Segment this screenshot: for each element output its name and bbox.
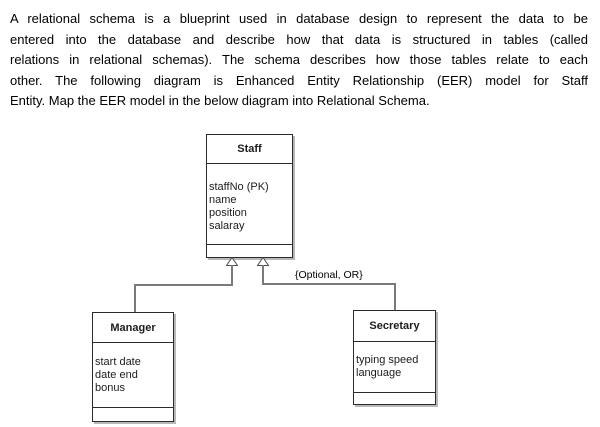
connector-right-stub (262, 265, 264, 285)
constraint-label: {Optional, OR} (295, 269, 363, 281)
connector-left-drop (134, 284, 136, 312)
secretary-attribute: typing speed (356, 354, 419, 366)
connector-left-stub (231, 265, 233, 286)
manager-attribute: bonus (95, 382, 125, 394)
paragraph-line: other. The following diagram is Enhanced… (10, 72, 588, 88)
manager-attributes-section: start date date end bonus (93, 343, 173, 408)
secretary-entity-box: Secretary typing speed language (353, 310, 436, 405)
staff-entity-box: Staff staffNo (PK) name position salaray (206, 134, 293, 258)
manager-attribute: start date (95, 356, 141, 368)
paragraph-line: entered into the database and describe h… (10, 31, 588, 47)
connector-right-drop (394, 283, 396, 310)
manager-attribute: date end (95, 369, 138, 381)
instruction-paragraph: A relational schema is a blueprint used … (10, 9, 588, 112)
secretary-attributes-section: typing speed language (354, 342, 435, 393)
staff-attribute: position (209, 207, 247, 219)
paragraph-line: Entity. Map the EER model in the below d… (10, 93, 430, 108)
connector-right-horizontal (262, 283, 396, 285)
manager-entity-box: Manager start date date end bonus (92, 312, 174, 422)
paragraph-line: relations in relational schemas). The sc… (10, 52, 588, 67)
secretary-attribute: language (356, 367, 402, 379)
staff-attributes-section: staffNo (PK) name position salaray (207, 164, 292, 245)
staff-attribute: staffNo (PK) (209, 181, 269, 193)
paragraph-line: A relational schema is a blueprint used … (10, 11, 588, 26)
staff-attribute: name (209, 194, 237, 206)
manager-entity-title: Manager (93, 313, 173, 343)
connector-left-horizontal (134, 284, 233, 286)
staff-entity-title: Staff (207, 135, 292, 164)
staff-attribute: salaray (209, 220, 245, 232)
secretary-entity-title: Secretary (354, 311, 435, 342)
